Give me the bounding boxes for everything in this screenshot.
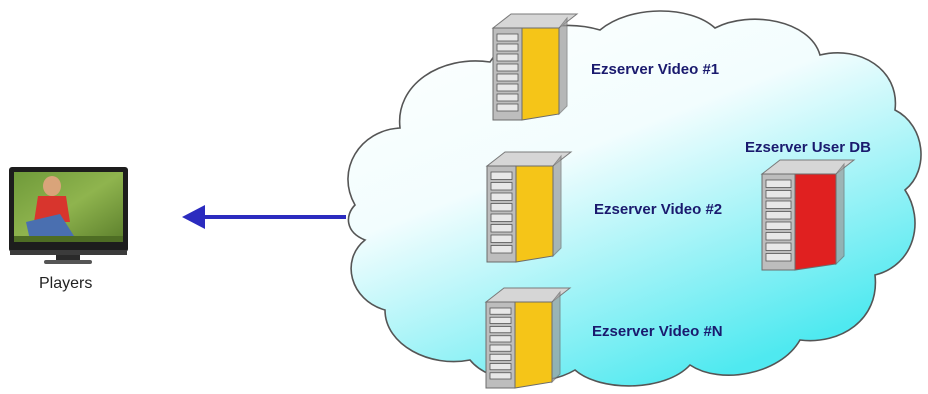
servers-layer [484,13,856,389]
tv-monitor-icon [9,167,128,264]
players-label: Players [39,275,93,292]
server-user-db-icon [760,159,856,271]
server-label-user-db: Ezserver User DB [745,139,871,156]
server-label-video-1: Ezserver Video #1 [591,61,720,78]
server-video-2-icon [485,151,573,263]
server-label-video-2: Ezserver Video #2 [594,201,723,218]
server-video-1-icon [491,13,579,121]
server-video-n-icon [484,287,572,389]
flow-arrow [182,205,346,229]
server-label-video-n: Ezserver Video #N [592,323,723,340]
